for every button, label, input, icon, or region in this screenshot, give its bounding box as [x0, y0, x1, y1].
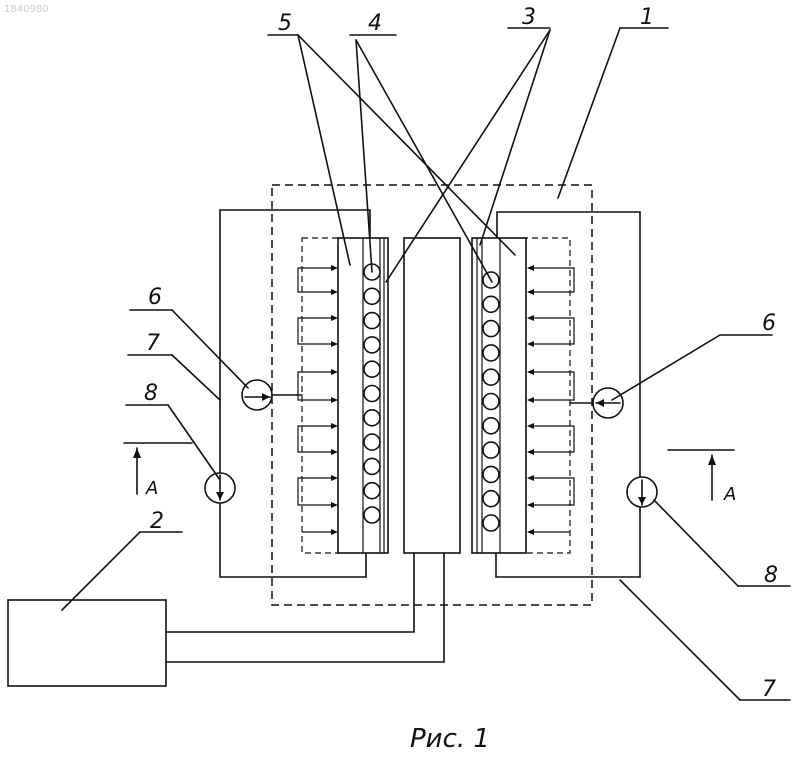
figure-caption: Рис. 1 — [410, 724, 490, 754]
bead — [483, 394, 499, 410]
right-electrode-assembly — [472, 238, 526, 553]
bead — [364, 434, 380, 450]
bead — [483, 515, 499, 531]
label-part-1: 1 — [640, 5, 654, 30]
bead — [364, 507, 380, 523]
bead — [483, 369, 499, 385]
label-part-5: 5 — [278, 11, 292, 36]
bead — [483, 442, 499, 458]
label-part-6-right: 6 — [762, 311, 776, 336]
bead — [364, 386, 380, 402]
right-flow-arrows — [527, 265, 574, 535]
bead — [483, 296, 499, 312]
label-part-3: 3 — [522, 5, 536, 30]
right-bead-column — [483, 272, 499, 531]
label-part-4: 4 — [368, 11, 382, 36]
bead — [364, 288, 380, 304]
bead — [364, 483, 380, 499]
bead — [483, 466, 499, 482]
section-label-right: A — [723, 484, 736, 505]
bead — [483, 418, 499, 434]
right-pump — [627, 477, 657, 507]
label-part-7-right: 7 — [762, 677, 776, 702]
label-part-6-left: 6 — [148, 285, 162, 310]
bead — [364, 361, 380, 377]
power-lead-1 — [166, 553, 414, 632]
left-flow-arrows — [298, 265, 338, 535]
bead — [483, 345, 499, 361]
bead — [364, 337, 380, 353]
label-part-8-right: 8 — [764, 563, 778, 588]
left-bead-column — [364, 264, 380, 523]
label-part-8-left: 8 — [144, 381, 158, 406]
power-lead-2 — [166, 553, 444, 662]
center-block — [404, 238, 460, 553]
right-flowmeter — [570, 388, 623, 418]
bead — [364, 313, 380, 329]
power-supply-box — [8, 600, 166, 686]
bead — [364, 410, 380, 426]
label-part-7-left: 7 — [146, 331, 160, 356]
bead — [483, 321, 499, 337]
label-part-2: 2 — [150, 509, 164, 534]
bead — [483, 491, 499, 507]
watermark-text: 1840980 — [4, 4, 49, 15]
left-pump — [205, 473, 235, 503]
bead — [364, 458, 380, 474]
section-label-left: A — [145, 478, 158, 499]
